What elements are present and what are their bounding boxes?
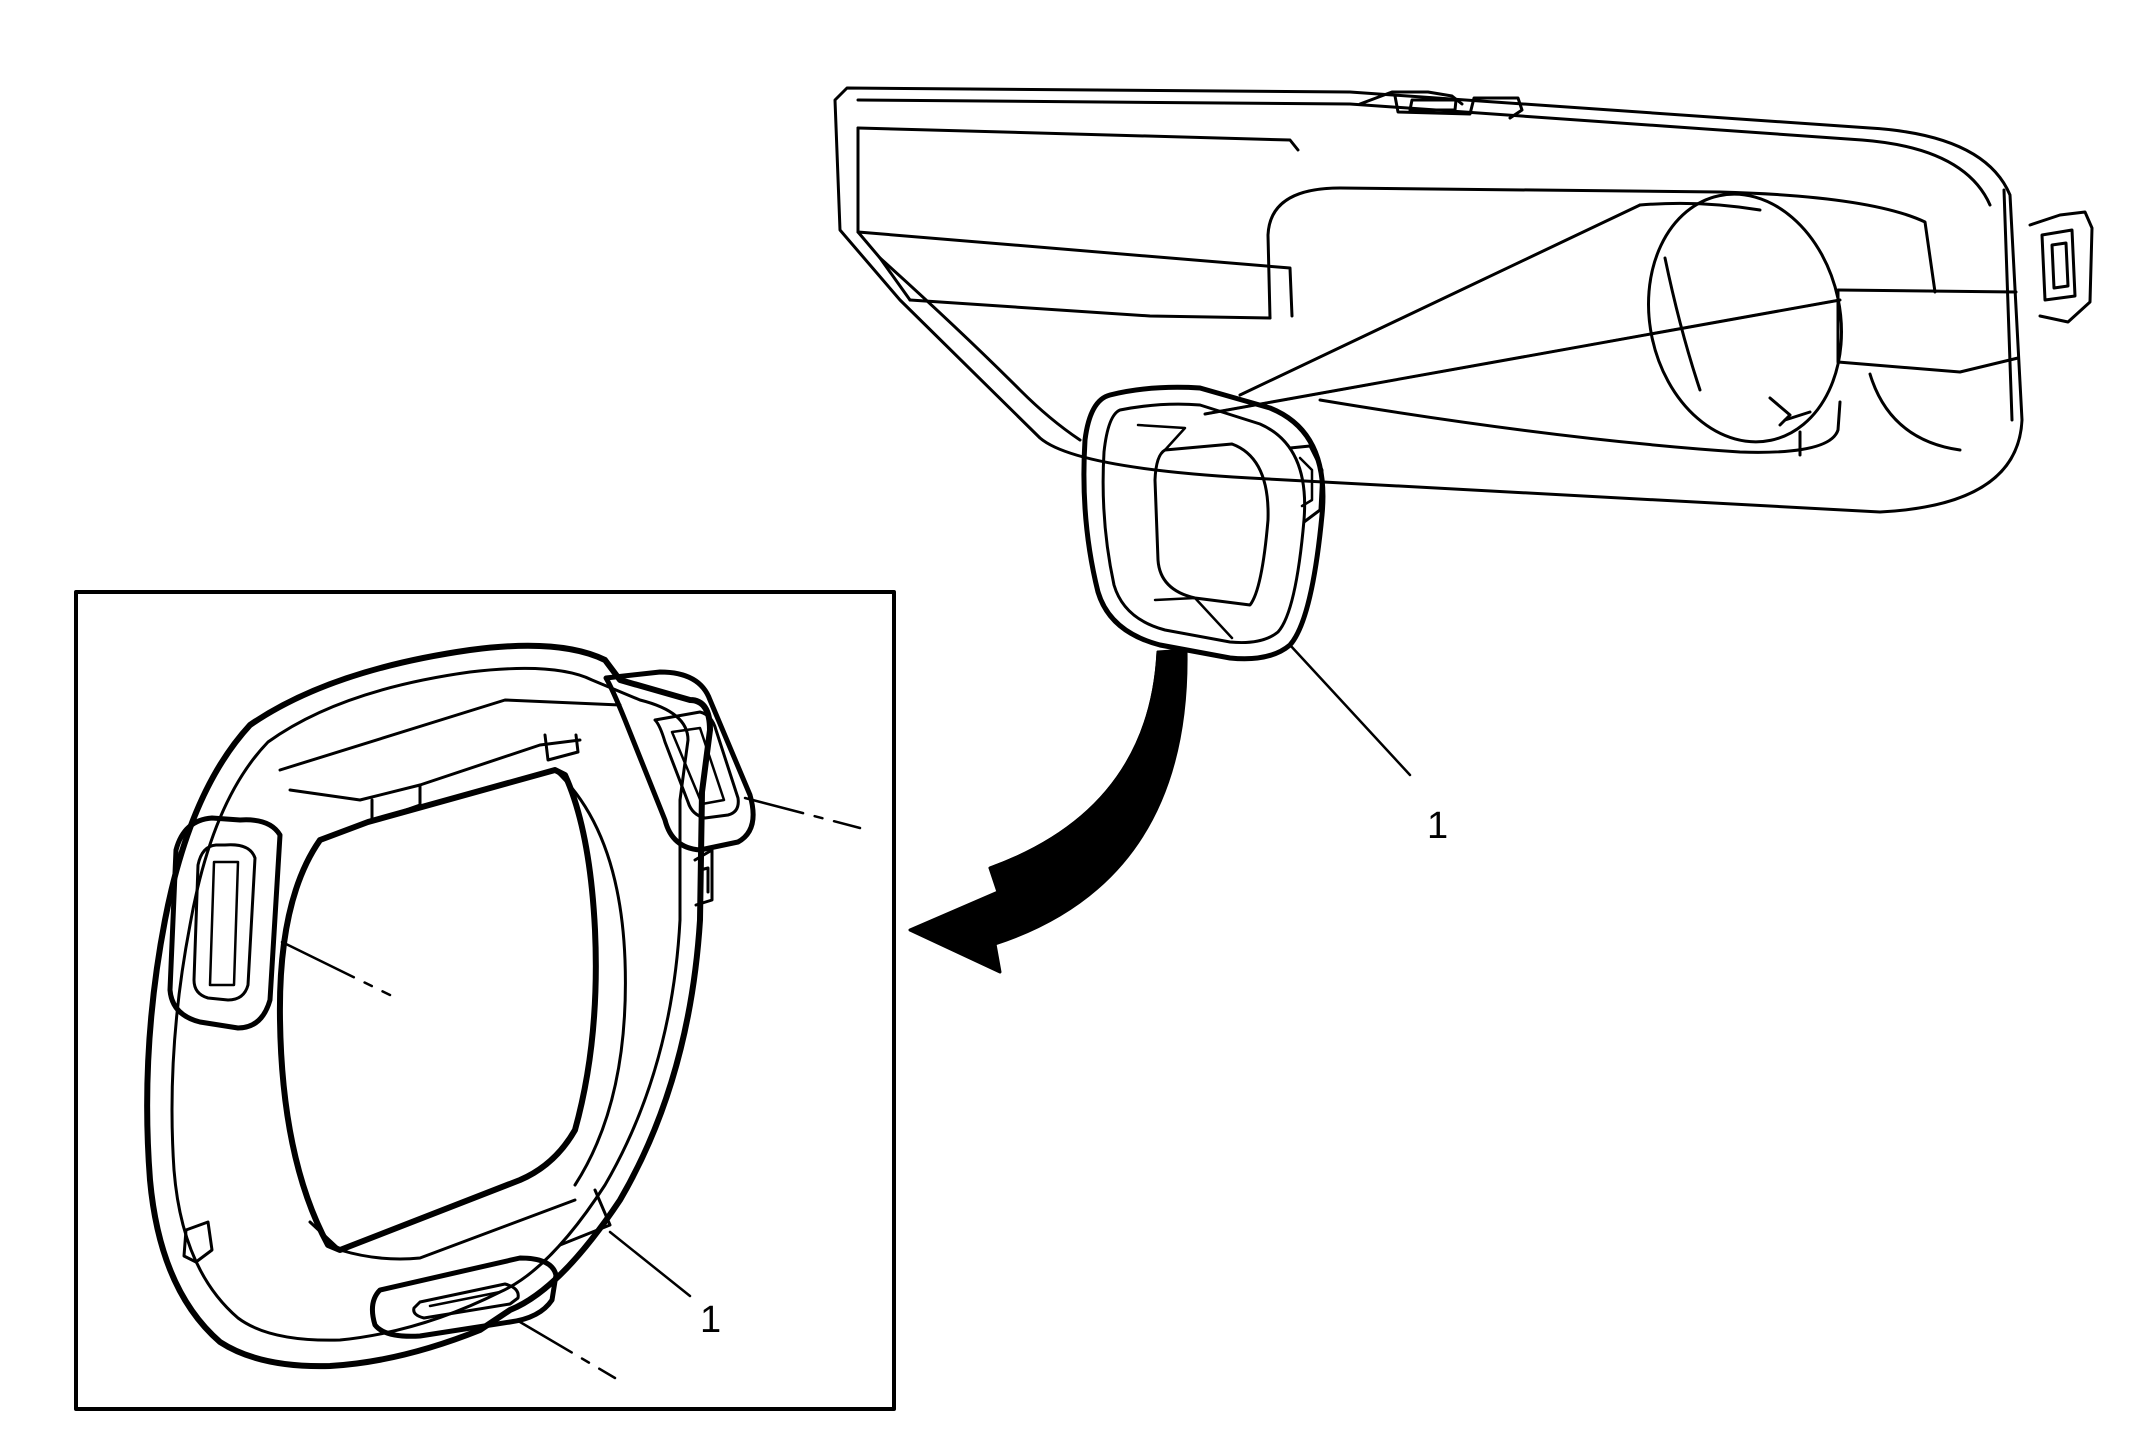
callout-label-main: 1 bbox=[1427, 805, 1448, 847]
duct-tube bbox=[1203, 192, 1843, 457]
detail-inset-frame bbox=[74, 590, 896, 1411]
leader-line-detail bbox=[608, 1230, 692, 1298]
leader-line-main bbox=[1288, 643, 1412, 777]
curved-arrow bbox=[908, 648, 1188, 974]
detail-axis-lines bbox=[280, 796, 862, 1380]
duct-housing bbox=[833, 86, 2094, 514]
insertion-axis-lines bbox=[1203, 203, 1842, 416]
seal-ring-main bbox=[1081, 384, 1326, 662]
seal-ring-detail bbox=[144, 642, 756, 1370]
callout-label-detail: 1 bbox=[700, 1299, 721, 1341]
